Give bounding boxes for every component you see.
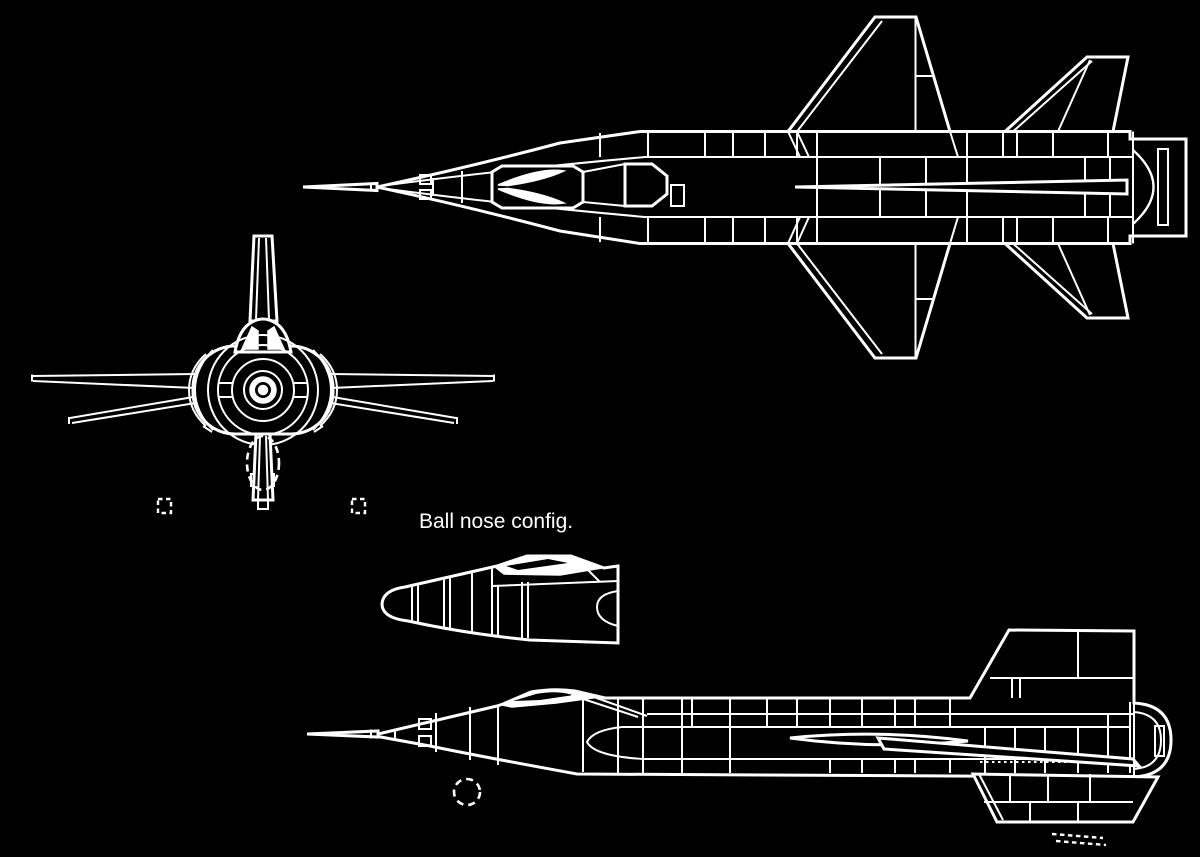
side-skid-marker-dashed [1051, 832, 1107, 847]
plan-stabilizer-left [1001, 242, 1130, 320]
ball-nose-panel-lines [411, 557, 619, 638]
side-access-hatch [418, 735, 432, 747]
side-view [306, 628, 1173, 847]
plan-canopy-window [497, 187, 567, 205]
plan-canopy-window [497, 169, 567, 187]
plan-panel-lines [432, 131, 1111, 244]
plan-equipment-hatch [623, 162, 669, 208]
side-nose-gear-circle-dashed [452, 777, 482, 807]
front-wings [31, 373, 495, 389]
plan-aft-hatch [670, 184, 685, 207]
plan-view [302, 15, 1188, 360]
plan-nose-boom [302, 181, 379, 193]
ball-nose-detail [380, 554, 620, 645]
plan-dorsal-fin [794, 178, 1129, 196]
ball-nose-label: Ball nose config. [419, 510, 573, 533]
front-canopy-window [240, 325, 259, 350]
side-access-hatch [418, 718, 432, 730]
side-ventral-fin-lines [978, 773, 1133, 822]
front-gear-marker-right [350, 497, 367, 515]
side-ventral-fin [970, 772, 1161, 824]
ball-nose-outline [380, 554, 620, 645]
ball-nose-canopy-window [506, 559, 568, 570]
plan-access-hatch [419, 174, 432, 185]
front-gear-marker-left [156, 497, 173, 515]
side-nose-boom [306, 729, 380, 739]
plan-wing-left [784, 242, 953, 360]
front-view [31, 234, 495, 515]
side-stabilizer-wedge [875, 736, 1143, 768]
plan-fuselage-outline [376, 130, 1188, 245]
plan-nozzle-exit [1157, 148, 1169, 226]
plan-wing-right [784, 15, 953, 133]
front-vertical-tail [248, 234, 279, 323]
side-vertical-tail-lines [990, 631, 1134, 698]
plan-access-hatch [419, 189, 432, 200]
front-canopy-window [267, 325, 286, 350]
plan-stabilizer-right [1001, 55, 1130, 133]
front-skid-circle-dashed [245, 434, 281, 492]
front-ventral-fin [251, 432, 275, 502]
side-canopy-window [513, 692, 574, 701]
side-engine-nozzle [1133, 711, 1163, 770]
plan-engine-nozzle [1132, 149, 1155, 225]
